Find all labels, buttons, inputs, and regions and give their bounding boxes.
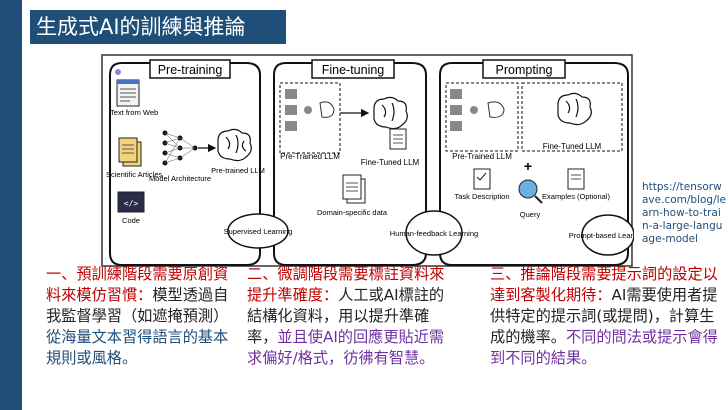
pr-finetuned-box: [521, 82, 623, 152]
dot-marker: [115, 69, 121, 75]
code-icon: </>: [117, 191, 145, 213]
label-supervised: Supervised Learning: [224, 227, 293, 236]
label-prompt-based: Prompt-based Learning: [569, 231, 634, 240]
code-glyph: </>: [124, 199, 139, 208]
label-query: Query: [520, 210, 541, 219]
label-task: Task Description: [454, 192, 509, 201]
plus-sign: +: [524, 158, 532, 174]
label-pr-pretrained: Pre-Trained LLM: [452, 152, 512, 161]
label-pretrained-llm: Pre-trained LLM: [211, 166, 265, 175]
label-ft-finetuned: Fine-Tuned LLM: [361, 158, 420, 167]
ft-pretrained-box: [279, 82, 341, 154]
stage-prompting: Prompting: [496, 63, 553, 77]
pretrained-llm-brain-icon: [217, 128, 252, 162]
col3-highlight: 不同的問法或提示會得到不同的結果。: [490, 328, 718, 367]
pr-mini-pretrain-icon: [450, 89, 505, 131]
oval-supervised: [227, 213, 289, 249]
model-architecture-icon: [162, 130, 198, 166]
finetuning-tab: [311, 59, 395, 79]
web-text-icon: [116, 79, 140, 107]
col2-body: 人工或AI標註的結構化資料，用以提升準確率，: [247, 286, 445, 346]
pretraining-tab: [149, 59, 231, 79]
col1-body: 模型透過自我監督學習（如遮掩預測）: [46, 286, 229, 325]
examples-doc-icon: [567, 168, 585, 190]
pretraining-panel: [109, 62, 261, 266]
stage-pretraining: Pre-training: [158, 63, 223, 77]
domain-data-icon: [342, 174, 366, 204]
oval-human-feedback: [405, 210, 463, 256]
query-magnifier-icon: [518, 179, 543, 204]
column-finetuning: 二、微調階段需要標註資料來提升準確度：人工或AI標註的結構化資料，用以提升準確率…: [247, 264, 457, 369]
task-description-icon: [473, 168, 491, 190]
label-human-feedback: Human-feedback Learning: [390, 229, 478, 238]
pr-pretrained-box: [445, 82, 519, 152]
prompting-panel: [439, 62, 629, 266]
col2-heading: 二、微調階段需要標註資料來提升準確度：: [247, 265, 445, 304]
col3-body: AI需要使用者提供特定的提示詞(或提問)，計算生成的機率。: [490, 286, 718, 346]
pr-finetuned-brain-icon: [557, 92, 592, 126]
col3-heading: 三、推論階段需要提示詞的設定以達到客製化期待：: [490, 265, 718, 304]
col1-heading: 一、預訓練階段需要原創資料來模仿習慣：: [46, 265, 229, 304]
diagram-frame: [101, 54, 633, 267]
stage-finetuning: Fine-tuning: [322, 63, 385, 77]
col1-highlight: 從海量文本習得語言的基本規則或風格。: [46, 328, 229, 367]
label-text-from-web: Text from Web: [110, 108, 158, 117]
slide-title: 生成式AI的訓練與推論: [30, 10, 286, 44]
ft-output-doc-icon: [389, 128, 407, 150]
label-pr-finetuned: Fine-Tuned LLM: [543, 142, 602, 151]
label-ft-pretrained: Pre-Trained LLM: [280, 152, 340, 161]
label-model-architecture: Model Architecture: [149, 174, 211, 183]
col2-highlight: 並且使AI的回應更貼近需求偏好/格式，彷彿有智慧。: [247, 328, 445, 367]
llm-training-diagram: Pre-training Text from Web Scientific Ar…: [101, 54, 634, 267]
column-inference: 三、推論階段需要提示詞的設定以達到客製化期待：AI需要使用者提供特定的提示詞(或…: [490, 264, 718, 369]
label-examples: Examples (Optional): [542, 192, 610, 201]
finetuned-llm-brain-icon: [373, 96, 408, 130]
oval-prompt-based: [581, 214, 634, 256]
prompting-tab: [482, 59, 566, 79]
label-code: Code: [122, 216, 140, 225]
scientific-articles-icon: [118, 137, 142, 167]
ft-mini-pretrain-icon: [285, 89, 335, 131]
source-link[interactable]: https://tensorwave.com/blog/learn-how-to…: [642, 181, 726, 245]
label-domain-data: Domain-specific data: [317, 208, 388, 217]
label-scientific-articles: Scientific Articles: [106, 170, 163, 179]
left-accent-bar: [0, 0, 22, 410]
column-pretraining: 一、預訓練階段需要原創資料來模仿習慣：模型透過自我監督學習（如遮掩預測）從海量文…: [46, 264, 234, 369]
